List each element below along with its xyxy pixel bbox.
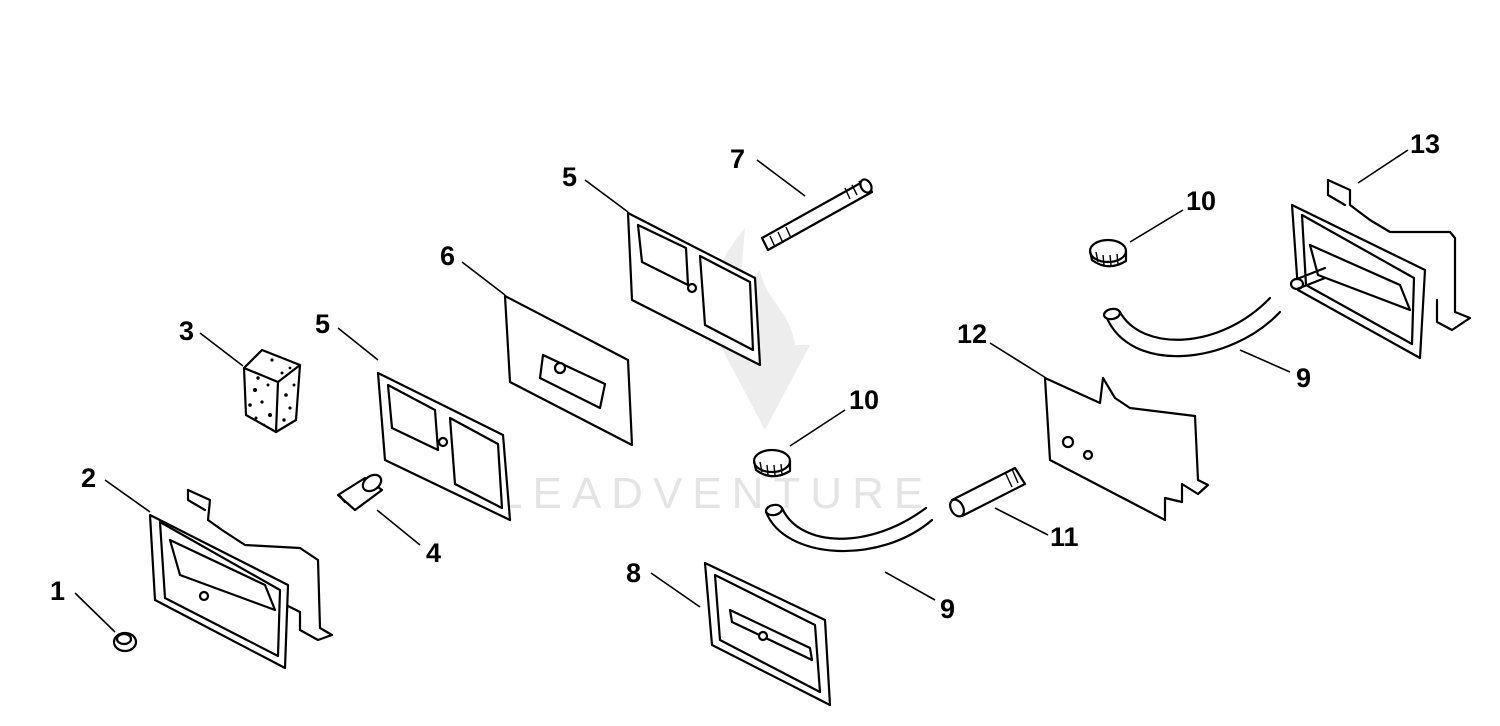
part-3-block [242, 348, 302, 434]
part-9-hose-lower [764, 503, 934, 553]
callout-9-lower: 9 [940, 594, 955, 624]
part-13-plate [1289, 178, 1472, 360]
leader-lines [74, 149, 1409, 633]
callout-6: 6 [440, 241, 455, 271]
part-10-clamp-upper [1088, 238, 1128, 268]
callout-1: 1 [50, 576, 65, 606]
part-1-nut [112, 631, 138, 653]
callout-2: 2 [81, 463, 96, 493]
callout-3: 3 [179, 316, 194, 346]
callout-10-lower: 10 [849, 385, 879, 415]
part-2-plate [148, 488, 334, 670]
callout-11: 11 [1050, 522, 1079, 552]
watermark-text: LEADVENTURE [498, 469, 933, 518]
callout-7: 7 [730, 144, 745, 174]
callout-5-left: 5 [315, 309, 330, 339]
callout-12: 12 [957, 319, 987, 349]
callout-10-upper: 10 [1186, 186, 1216, 216]
callout-8: 8 [626, 558, 641, 588]
part-8-base-plate [703, 561, 832, 707]
part-10-clamp-lower [752, 448, 792, 478]
part-5-gasket-upper [626, 211, 762, 367]
callout-4: 4 [426, 538, 441, 568]
part-11-fitting [949, 466, 1027, 518]
part-6-reed-plate [503, 294, 634, 447]
callout-numbers: 1 2 3 4 5 6 5 7 8 9 9 10 10 11 12 13 [50, 129, 1440, 624]
callout-9-upper: 9 [1296, 363, 1311, 393]
callout-13: 13 [1410, 129, 1440, 159]
part-12-bracket [1043, 376, 1210, 522]
part-9-hose-upper [1102, 296, 1282, 358]
part-7-stud [760, 178, 874, 252]
part-4-sleeve [336, 473, 384, 512]
part-5-gasket-left [376, 371, 512, 522]
callout-5-upper: 5 [562, 162, 577, 192]
